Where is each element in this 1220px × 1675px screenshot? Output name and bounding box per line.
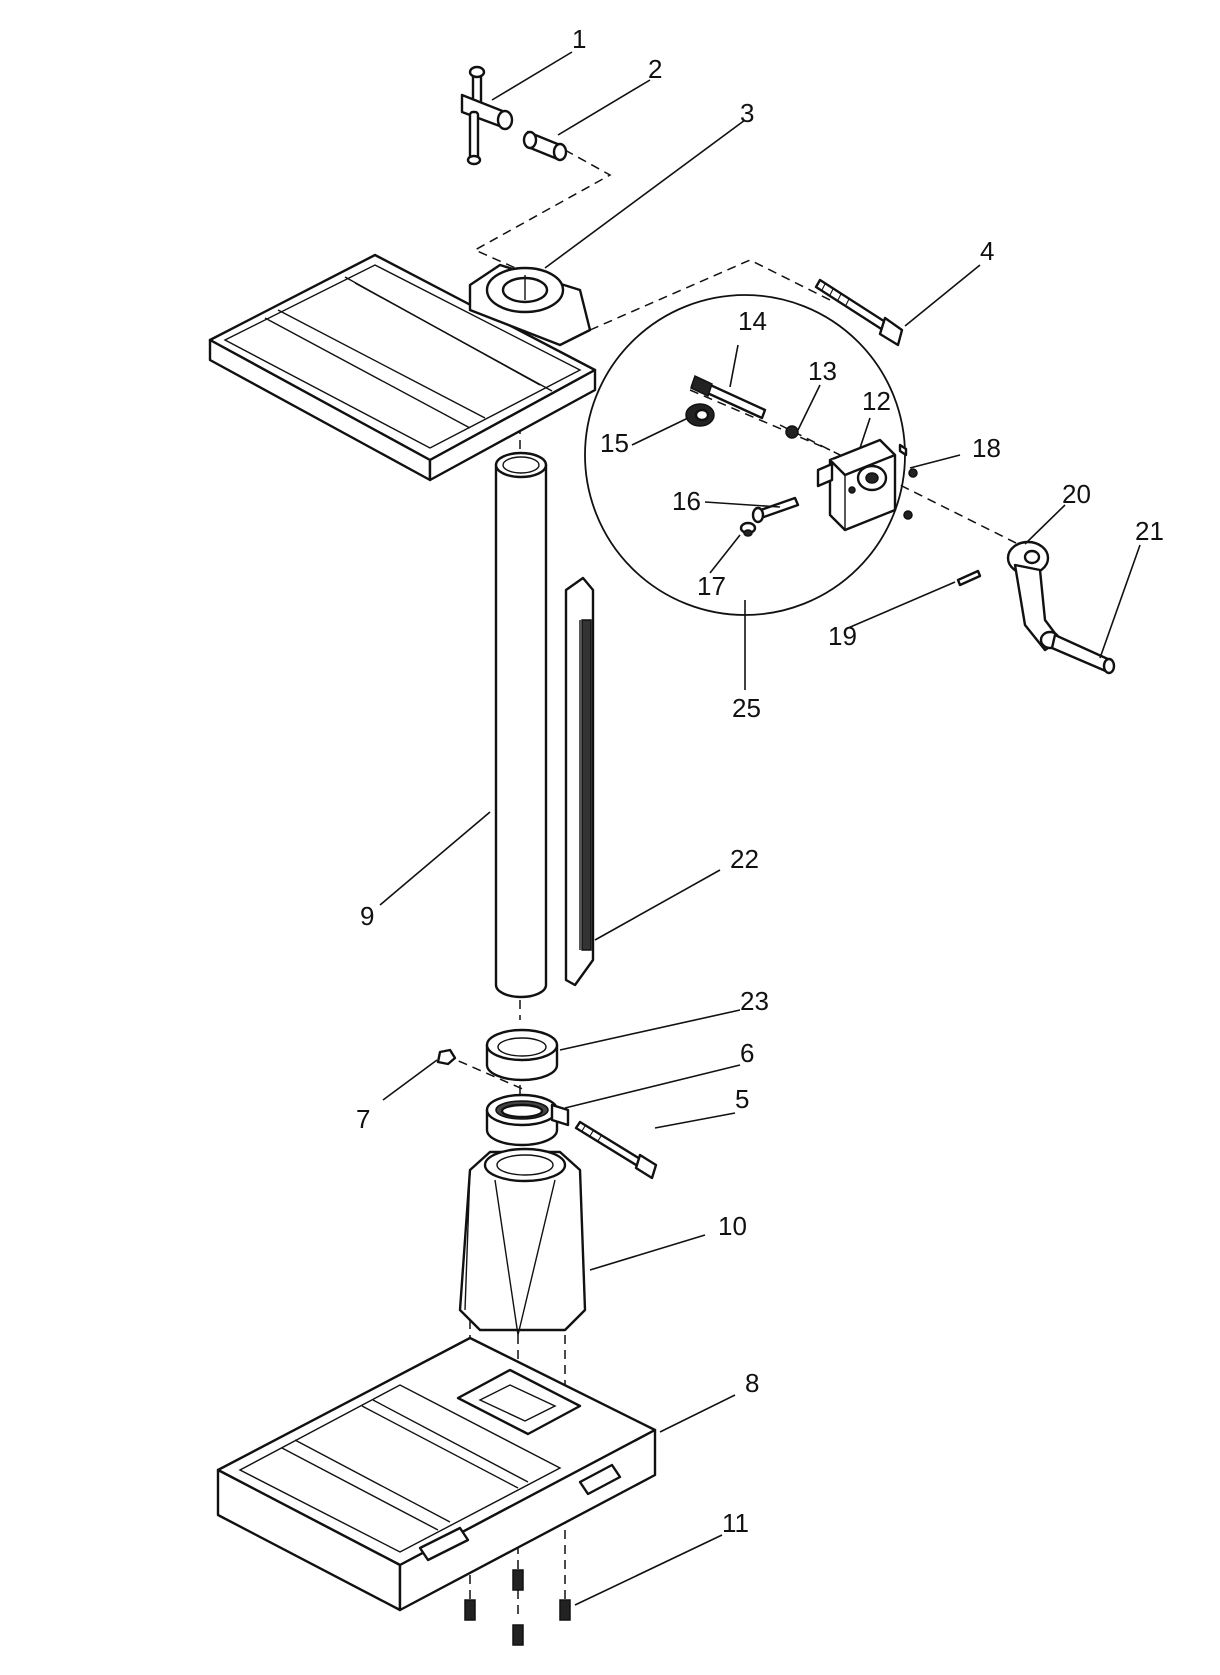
callout-23: 23: [740, 986, 769, 1016]
callout-25: 25: [732, 693, 761, 723]
callout-7: 7: [356, 1104, 370, 1134]
callout-20: 20: [1062, 479, 1091, 509]
part-2-sleeve: [522, 130, 568, 162]
callout-labels: 1 2 3 4 5 6 7 8 9 10 11 12 13 14 15 16 1…: [356, 24, 1164, 1538]
part-13-ball: [785, 425, 799, 439]
part-9-column: [494, 451, 548, 999]
callout-1: 1: [572, 24, 586, 54]
part-3-table-bracket: [468, 263, 592, 347]
part-7-nut: [436, 1048, 457, 1066]
part-10-pedestal: [458, 1147, 587, 1336]
callout-19: 19: [828, 621, 857, 651]
callout-17: 17: [697, 571, 726, 601]
callout-16: 16: [672, 486, 701, 516]
callout-15: 15: [600, 428, 629, 458]
part-21-handle: [1050, 633, 1116, 675]
part-23-collar-ring: [485, 1028, 559, 1082]
callout-6: 6: [740, 1038, 754, 1068]
part-18-screws: [898, 443, 918, 520]
part-20-crank: [1006, 540, 1062, 652]
callout-21: 21: [1135, 516, 1164, 546]
callout-4: 4: [980, 236, 994, 266]
part-12-gear-housing: [816, 438, 897, 532]
callout-12: 12: [862, 386, 891, 416]
callout-3: 3: [740, 98, 754, 128]
part-5-bolt: [574, 1120, 658, 1180]
part-6-clamp: [485, 1093, 570, 1147]
callout-10: 10: [718, 1211, 747, 1241]
part-22-rack: [564, 576, 595, 987]
callout-13: 13: [808, 356, 837, 386]
callout-11: 11: [722, 1508, 749, 1538]
part-1-t-handle: [460, 65, 514, 166]
part-16-pin: [751, 496, 800, 524]
callout-9: 9: [360, 901, 374, 931]
callout-18: 18: [972, 433, 1001, 463]
part-17-set-screw: [739, 521, 757, 537]
callout-22: 22: [730, 844, 759, 874]
callout-14: 14: [738, 306, 767, 336]
part-8-base: [216, 1336, 657, 1612]
leader-lines: [379, 51, 1141, 1606]
work-table: [208, 253, 597, 482]
part-15-gear: [685, 403, 715, 427]
part-4-bolt: [814, 278, 904, 347]
part-11-screws: [464, 1569, 571, 1646]
callout-2: 2: [648, 54, 662, 84]
part-14-pinion-shaft: [690, 374, 767, 420]
part-19-set-screw: [956, 569, 982, 587]
callout-5: 5: [735, 1084, 749, 1114]
callout-8: 8: [745, 1368, 759, 1398]
